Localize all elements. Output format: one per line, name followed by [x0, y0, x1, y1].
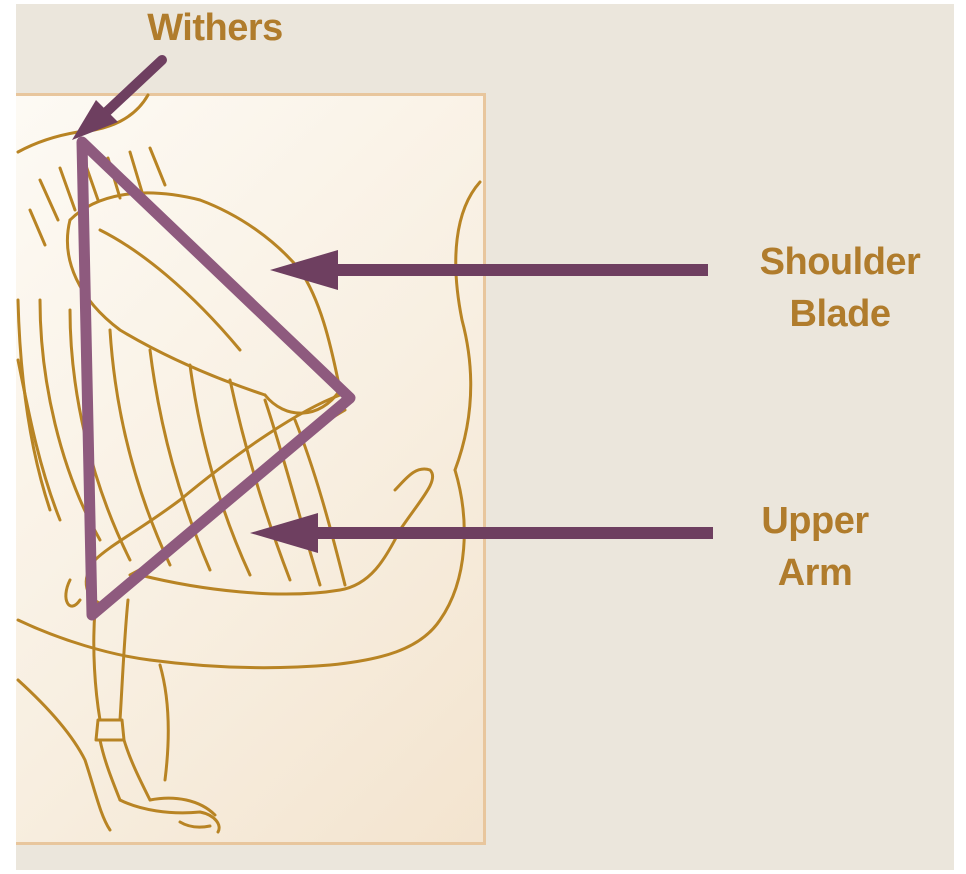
shoulder-blade-arrow [270, 250, 708, 290]
withers-arrow [72, 60, 162, 140]
shoulder-blade-label: Shoulder Blade [735, 236, 945, 340]
upper-arm-label: Upper Arm [740, 495, 890, 599]
upper-arm-arrow [250, 513, 713, 553]
withers-label: Withers [120, 2, 310, 54]
